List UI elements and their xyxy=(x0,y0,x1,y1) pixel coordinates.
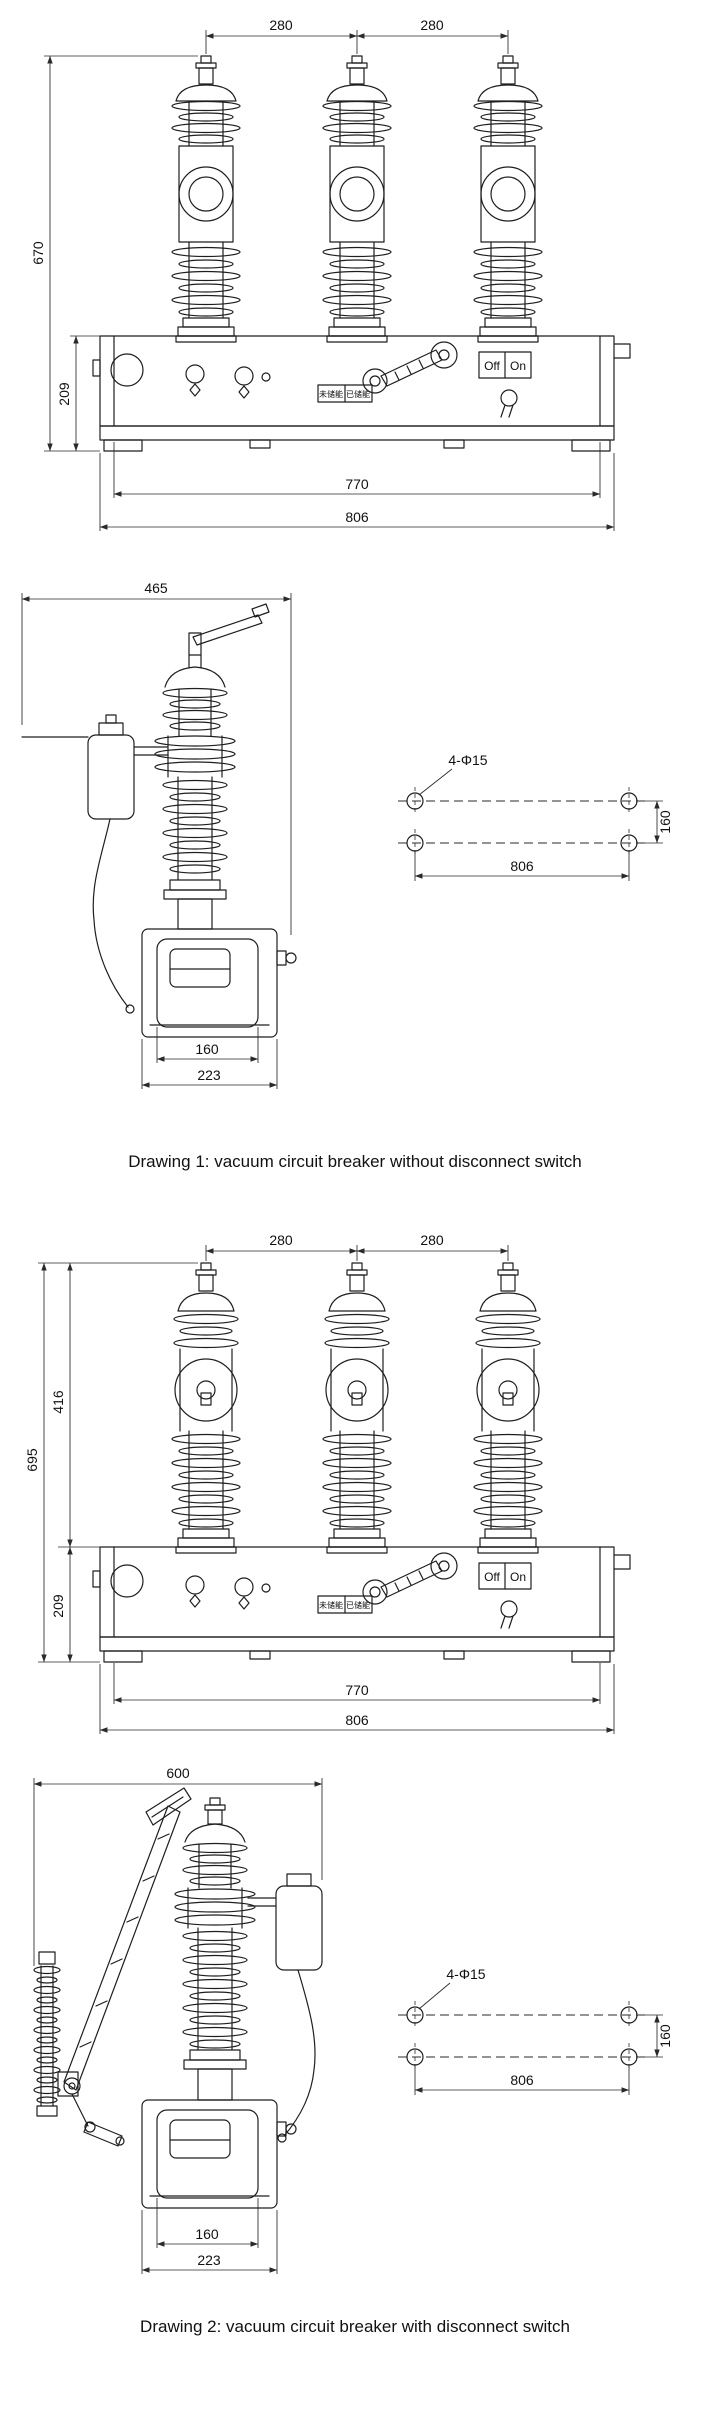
dim-label-upper-height: 416 xyxy=(50,1390,66,1414)
dim-overall-height xyxy=(44,55,198,452)
dim-depth xyxy=(33,1778,323,1966)
dim-label-pitch-right: 280 xyxy=(420,1232,444,1248)
dim-label-pitch-left: 280 xyxy=(269,1232,293,1248)
dim-label-frame-height: 209 xyxy=(56,382,72,406)
arrester-lead-wire xyxy=(92,818,135,1014)
spring-status-panel: 未储能 已储能 xyxy=(317,1595,373,1614)
drawing1-front-view: 280 280 Off On 未储能 已储能 670 209 770 xyxy=(30,17,631,531)
dim-frame-height xyxy=(70,335,100,452)
surge-arrester xyxy=(247,1873,323,1971)
off-label: Off xyxy=(484,359,500,373)
dim-overall-width xyxy=(99,453,615,531)
spring-uncharged-label: 未储能 xyxy=(319,1600,343,1610)
dim-label-pitch-left: 280 xyxy=(269,17,293,33)
dim-label-pitch-right: 280 xyxy=(420,17,444,33)
dim-label-overall-height: 695 xyxy=(24,1448,40,1472)
drawing1-caption: Drawing 1: vacuum circuit breaker withou… xyxy=(128,1152,582,1171)
pole-insulator-right xyxy=(473,55,543,337)
pole-insulator-right xyxy=(473,1262,543,1548)
mounting-hole-pattern: 4-Φ15 806 160 xyxy=(397,1966,673,2095)
dim-hole-span-y xyxy=(639,2014,663,2058)
surge-arrester xyxy=(87,714,169,820)
on-label: On xyxy=(510,1570,526,1584)
hole-callout: 4-Φ15 xyxy=(446,1966,485,1982)
dim-label-inner-width: 770 xyxy=(345,476,369,492)
dim-label-hole-span-y: 160 xyxy=(657,810,673,834)
spring-status-panel: 未储能 已储能 xyxy=(317,384,373,403)
pole-insulator-left xyxy=(171,55,241,337)
pole-insulator-left xyxy=(171,1262,241,1548)
drawing2-side-view: 600 xyxy=(33,1765,673,2274)
drawing2-front-view: 280 280 Off On 未储能 已储能 695 416 209 770 xyxy=(24,1232,631,1734)
dim-base-outer-width xyxy=(141,1039,278,1089)
dim-label-frame-height: 209 xyxy=(50,1594,66,1618)
dim-depth xyxy=(21,593,292,935)
dim-hole-span-x xyxy=(414,851,630,881)
dim-label-hole-span-y: 160 xyxy=(657,2024,673,2048)
dim-label-hole-span-x: 806 xyxy=(510,2072,534,2088)
drawing2-caption: Drawing 2: vacuum circuit breaker with d… xyxy=(140,2317,570,2336)
dim-label-base-outer-width: 223 xyxy=(197,1067,221,1083)
dim-label-overall-width: 806 xyxy=(345,1712,369,1728)
side-base xyxy=(141,2099,297,2209)
dim-label-hole-span-x: 806 xyxy=(510,858,534,874)
dim-label-base-outer-width: 223 xyxy=(197,2252,221,2268)
dim-label-base-inner-width: 160 xyxy=(195,1041,219,1057)
manual-operating-lever xyxy=(188,603,270,656)
dim-upper-height xyxy=(58,1262,100,1548)
dim-base-inner-width xyxy=(156,2198,259,2248)
operation-keyhole-icon xyxy=(500,389,518,418)
dim-hole-span-x xyxy=(414,2065,630,2095)
disconnect-support-insulator xyxy=(33,1951,61,2117)
dim-label-overall-width: 806 xyxy=(345,509,369,525)
dim-pole-pitch xyxy=(205,30,509,54)
side-insulator-column xyxy=(21,654,236,930)
dim-inner-width xyxy=(113,442,601,498)
spring-charged-label: 已储能 xyxy=(346,1600,370,1610)
pole-insulator-middle xyxy=(322,1262,392,1548)
on-label: On xyxy=(510,359,526,373)
dim-label-overall-height: 670 xyxy=(30,241,46,265)
dim-inner-width xyxy=(113,1663,601,1704)
dim-label-depth: 465 xyxy=(144,580,168,596)
dim-base-outer-width xyxy=(141,2210,278,2274)
dim-label-inner-width: 770 xyxy=(345,1682,369,1698)
off-on-indicator: Off On xyxy=(478,351,532,379)
grounding-linkage xyxy=(71,2093,125,2147)
dim-overall-width xyxy=(99,1664,615,1734)
off-label: Off xyxy=(484,1570,500,1584)
dim-hole-span-y xyxy=(639,800,663,844)
disconnect-switch-arm xyxy=(57,1787,192,2097)
drawing1-side-view: 465 1 xyxy=(21,580,673,1089)
side-insulator-column xyxy=(174,1797,256,2101)
spring-charged-label: 已储能 xyxy=(346,389,370,399)
spring-uncharged-label: 未储能 xyxy=(319,389,343,399)
operation-keyhole-icon xyxy=(500,1600,518,1629)
dim-pole-pitch xyxy=(205,1245,509,1261)
dim-label-depth: 600 xyxy=(166,1765,190,1781)
mounting-hole-pattern: 4-Φ15 806 160 xyxy=(397,752,673,881)
dim-base-inner-width xyxy=(156,1027,259,1063)
side-base xyxy=(141,928,297,1038)
arrester-lead-wire xyxy=(277,1969,316,2143)
hole-callout: 4-Φ15 xyxy=(448,752,487,768)
pole-insulator-middle xyxy=(322,55,392,337)
dim-label-base-inner-width: 160 xyxy=(195,2226,219,2242)
off-on-indicator: Off On xyxy=(478,1562,532,1590)
